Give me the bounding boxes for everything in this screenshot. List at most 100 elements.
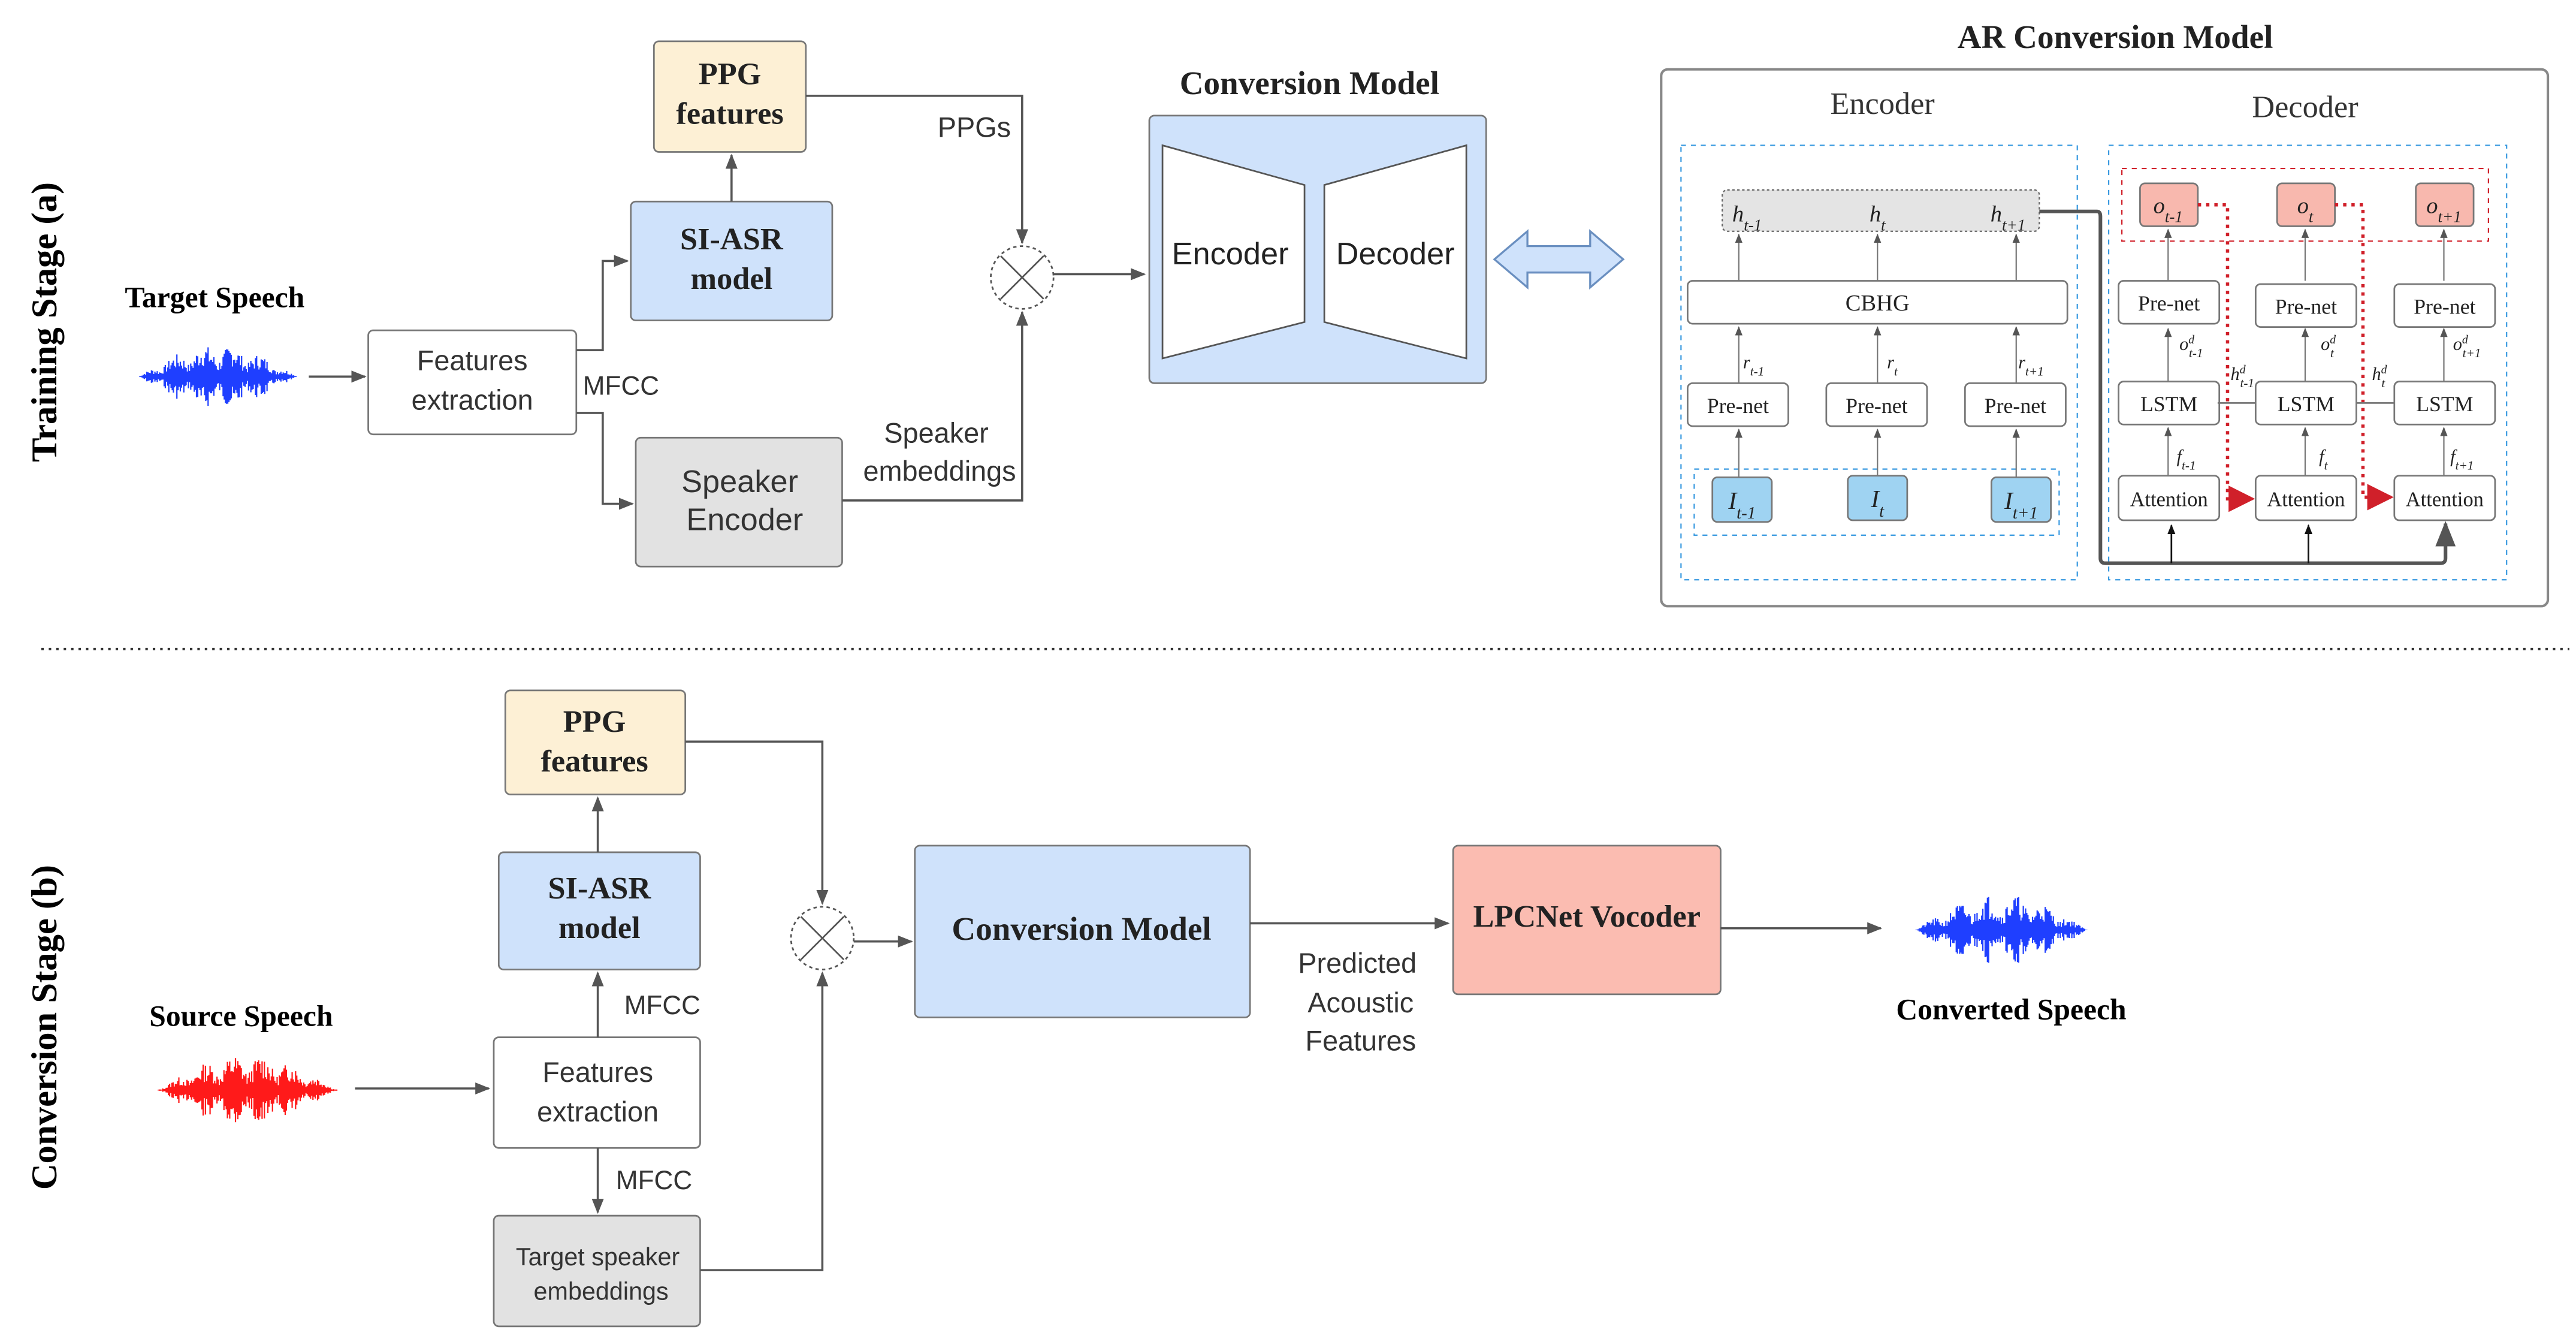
svg-text:Encoder: Encoder [686, 503, 803, 538]
features-extraction-box: Features extraction [367, 329, 578, 436]
svg-text:Features: Features [417, 345, 528, 376]
ppg-features-box: PPG features [653, 40, 807, 153]
decoder-trapezoid [1323, 144, 1467, 360]
svg-text:Encoder: Encoder [1172, 237, 1289, 272]
attention-box-label: Attention [2267, 488, 2345, 511]
decoder-prenet-box [2393, 283, 2496, 328]
decoder-prenet-box [2118, 280, 2221, 325]
speaker-embeddings-label-2: embeddings [863, 456, 1016, 487]
o-symbol: ot [2297, 193, 2314, 225]
svg-text:SI-ASR: SI-ASR [548, 871, 652, 906]
speaker-encoder-box: Speaker Encoder [635, 436, 843, 568]
arrow-ppgs [805, 95, 1028, 245]
encoder-prenet-box-label: Pre-net [1707, 394, 1769, 418]
conversion-stage-label: Conversion Stage (b) [25, 865, 65, 1190]
svg-text:model: model [558, 910, 641, 945]
conversion-model-box: Encoder Decoder [1148, 114, 1487, 384]
source-speech-label: Source Speech [149, 999, 333, 1032]
target-speaker-embeddings-box: Target speaker embeddings [493, 1214, 701, 1328]
svg-text:Decoder: Decoder [2252, 90, 2358, 125]
lstm-box-label: LSTM [2416, 392, 2474, 416]
attention-box [2393, 475, 2496, 521]
input-symbol: It [1870, 485, 1885, 521]
conversion-model-box-b: Conversion Model [914, 845, 1251, 1018]
svg-text:features: features [540, 744, 648, 779]
mfcc-label-top: MFCC [624, 991, 700, 1020]
svg-text:embeddings: embeddings [534, 1278, 669, 1305]
lstm-box-label: LSTM [2278, 392, 2335, 416]
svg-text:SI-ASR: SI-ASR [680, 222, 784, 257]
arrow-to-speaker-encoder [576, 412, 634, 510]
ppgs-label: PPGs [938, 112, 1011, 143]
svg-text:extraction: extraction [537, 1096, 659, 1127]
attention-box-label: Attention [2406, 488, 2484, 511]
attention-box-label: Attention [2130, 488, 2208, 511]
input-symbol: It-1 [1728, 487, 1756, 523]
svg-text:CBHG: CBHG [1846, 291, 1910, 316]
si-asr-model-box: SI-ASR model [630, 200, 833, 321]
svg-text:LPCNet Vocoder: LPCNet Vocoder [1473, 899, 1701, 934]
ar-model-title: AR Conversion Model [1958, 19, 2273, 55]
svg-text:Encoder: Encoder [1830, 86, 1934, 121]
encoder-prenet-box [1964, 382, 2067, 427]
svg-text:PPG: PPG [563, 704, 626, 739]
mfcc-label: MFCC [583, 372, 659, 401]
h-symbol: ht-1 [1732, 201, 1762, 234]
encoder-prenet-box-label: Pre-net [1985, 394, 2046, 418]
input-box [1711, 477, 1773, 523]
r-symbol: rt [1887, 352, 1898, 379]
encoder-to-attention-line [2039, 209, 2456, 565]
output-box [2415, 182, 2475, 227]
arrow-to-si-asr [576, 255, 629, 351]
input-symbol: It+1 [2004, 487, 2038, 523]
f-symbol: ft+1 [2450, 447, 2474, 473]
svg-text:model: model [690, 261, 772, 296]
svg-text:Speaker: Speaker [681, 465, 798, 499]
h-symbol: ht+1 [1991, 201, 2026, 234]
arrow-speaker-embeddings [842, 310, 1028, 502]
svg-text:Decoder: Decoder [1336, 237, 1455, 272]
decoder-prenet-box-label: Pre-net [2275, 295, 2337, 319]
predicted-features-label: Predicted [1298, 948, 1417, 979]
encoder-prenet-box [1825, 382, 1928, 427]
ppg-features-box-b: PPG features [504, 689, 687, 795]
predicted-features-label-3: Features [1305, 1026, 1416, 1057]
training-stage: Training Stage (a) Target Speech Feature… [25, 19, 2550, 608]
source-speech-waveform [157, 1058, 338, 1123]
attention-box [2118, 475, 2221, 521]
mfcc-label-bottom: MFCC [616, 1166, 692, 1195]
si-asr-model-box-b: SI-ASR model [497, 851, 701, 970]
o-symbol: ot-1 [2154, 193, 2183, 225]
svg-text:Target speaker: Target speaker [516, 1243, 680, 1271]
lstm-box-label: LSTM [2140, 392, 2198, 416]
target-speech-label: Target Speech [125, 281, 304, 314]
encoder-prenet-box [1686, 382, 1789, 427]
svg-text:Conversion Model: Conversion Model [952, 910, 1211, 947]
converted-speech-label: Converted Speech [1896, 993, 2126, 1026]
conversion-stage: Conversion Stage (b) Source Speech PPG f… [25, 689, 2127, 1328]
h-symbol: ht [1870, 201, 1886, 234]
input-box [1991, 477, 2052, 523]
svg-text:PPG: PPG [699, 57, 762, 92]
target-speech-waveform [139, 347, 297, 406]
combine-icon [990, 245, 1055, 310]
o-symbol: ot+1 [2426, 193, 2462, 225]
training-stage-label: Training Stage (a) [25, 182, 65, 462]
attention-box [2254, 475, 2357, 521]
r-symbol: rt-1 [1743, 352, 1764, 379]
encoder-trapezoid [1161, 144, 1306, 360]
r-symbol: rt+1 [2018, 352, 2044, 379]
lpcnet-vocoder-box: LPCNet Vocoder [1452, 845, 1722, 996]
double-arrow-icon [1493, 229, 1625, 290]
conversion-model-title: Conversion Model [1180, 65, 1439, 101]
svg-text:extraction: extraction [412, 384, 533, 415]
decoder-prenet-box-label: Pre-net [2138, 291, 2200, 315]
svg-text:features: features [676, 96, 783, 131]
